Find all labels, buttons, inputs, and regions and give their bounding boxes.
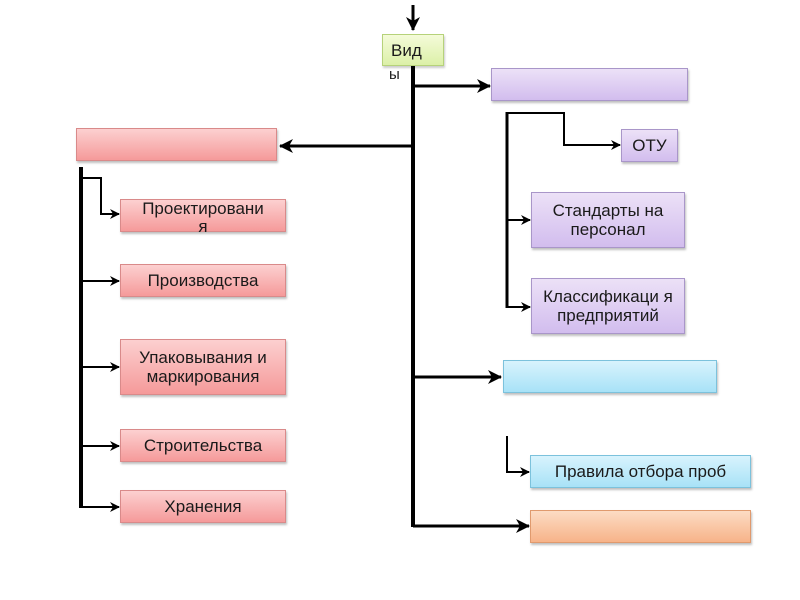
- item-proektirovaniya: Проектировани я: [120, 199, 286, 236]
- root-node-vidy: Вид: [382, 34, 444, 66]
- root-label: Вид: [391, 40, 422, 60]
- item-proizvodstva: Производства: [120, 264, 286, 297]
- item-stroitelstva: Строительства: [120, 429, 286, 462]
- root-label-overflow: ы: [389, 66, 400, 83]
- item-upakovyvaniya: Упаковывания и маркирования: [120, 339, 286, 395]
- item-khraneniya: Хранения: [120, 490, 286, 523]
- arrow-to-proektirovaniya: [81, 177, 120, 219]
- item-standarty-na-personal: Стандарты на персонал: [531, 192, 685, 248]
- arrow-to-otu: [507, 112, 621, 150]
- arrow-to-pravila: [506, 436, 530, 477]
- left-header-box: [76, 128, 277, 161]
- right-top-header-box: [491, 68, 688, 101]
- right-mid-header-box: [503, 360, 717, 393]
- right-bottom-header-box: [530, 510, 751, 543]
- item-klassifikatsiya-predpriyatiy: Классификаци я предприятий: [531, 278, 685, 334]
- item-pravila-otbora-prob: Правила отбора проб: [530, 455, 751, 488]
- item-otu: ОТУ: [621, 129, 678, 162]
